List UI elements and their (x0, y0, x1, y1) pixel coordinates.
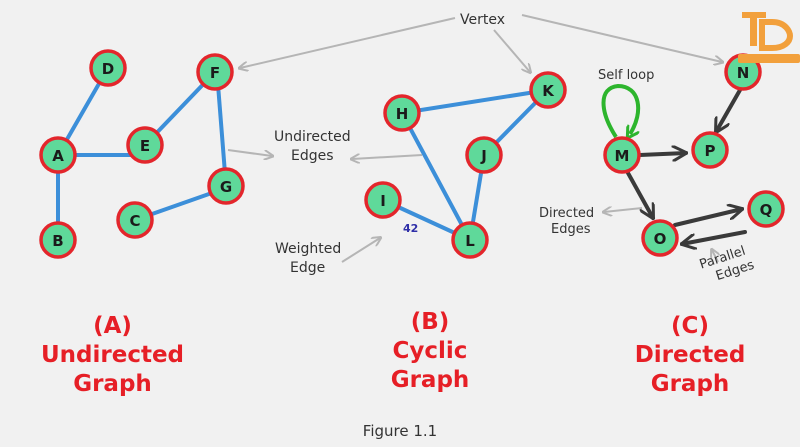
vertex-p: P (691, 131, 729, 169)
vertex-n: N (724, 53, 762, 91)
vertex-circle (603, 136, 641, 174)
directed-edges-c (626, 88, 747, 244)
directed-label-1: Directed (539, 206, 594, 221)
vertex-m: M (603, 136, 641, 174)
vertex-g: G (207, 167, 245, 205)
vertex-circle (196, 53, 234, 91)
directed-arrow (604, 208, 643, 212)
vertex-circle (207, 167, 245, 205)
graph-b-line2: Graph (390, 367, 470, 393)
vertex-label: M (615, 147, 630, 165)
vertex-circle (364, 181, 402, 219)
edge-q-o-parallel (682, 230, 747, 244)
vertex-circle (747, 190, 785, 228)
parallel-arrow (712, 250, 718, 263)
weighted-arrow (341, 238, 380, 263)
vertex-circle (126, 126, 164, 164)
undirected-label-1: Undirected (274, 129, 351, 145)
vertex-label: P (705, 142, 716, 160)
undirected-arrow-right (352, 155, 423, 159)
graph-c-letter: (C) (671, 313, 709, 339)
vertex-circle (116, 201, 154, 239)
vertex-label: D (102, 60, 114, 78)
vertex-label: K (542, 82, 555, 100)
edge-f-g (215, 70, 228, 188)
vertex-circle (383, 94, 421, 132)
graph-a-line2: Graph (73, 371, 152, 397)
undirected-label-2: Edges (291, 148, 334, 164)
weighted-label-1: Weighted (275, 241, 341, 257)
graph-c-line2: Graph (650, 371, 730, 397)
vertex-label: O (654, 230, 667, 248)
figure-caption: Figure 1.1 (362, 422, 438, 440)
vertex-label: H (396, 105, 409, 123)
vertex-circle (39, 136, 77, 174)
graph-b-title: (B) Cyclic Graph (365, 308, 495, 395)
vertex-a: A (39, 136, 77, 174)
self-loop-arrow (601, 83, 640, 137)
graph-b-letter: (B) (410, 309, 450, 335)
vertices: A B C D E F G H I J K L M N P O Q (39, 49, 785, 259)
edge-weight-label: 42 (403, 222, 418, 235)
graph-a-line1: Undirected (40, 342, 185, 368)
vertex-label: G (220, 178, 232, 196)
undirected-arrow-left (227, 149, 272, 156)
vertex-arrow-f (240, 17, 456, 68)
vertex-o: O (641, 219, 679, 257)
vertex-circle (641, 219, 679, 257)
edge-h-k (400, 88, 550, 115)
graph-a-letter: (A) (93, 313, 132, 339)
vertex-label: F (210, 64, 220, 82)
vertex-k: K (529, 71, 567, 109)
vertex-label: L (465, 232, 475, 250)
edge-m-p (638, 153, 686, 155)
brand-logo (738, 12, 800, 63)
self-loop-label: Self loop (598, 68, 654, 83)
vertex-c: C (116, 201, 154, 239)
vertex-i: I (364, 181, 402, 219)
vertex-label: Vertex (460, 12, 505, 28)
annotation-arrows (227, 14, 722, 263)
weighted-label-2: Edge (290, 260, 325, 276)
graph-c-line1: Directed (634, 342, 746, 368)
vertex-b: B (39, 221, 77, 259)
vertex-circle (465, 136, 503, 174)
vertex-circle (529, 71, 567, 109)
vertex-circle (691, 131, 729, 169)
vertex-circle (89, 49, 127, 87)
edge-h-l (400, 111, 472, 242)
edge-m-o (626, 171, 653, 218)
vertex-circle (451, 221, 489, 259)
directed-label-2: Edges (551, 222, 591, 237)
vertex-label: E (140, 137, 150, 155)
vertex-h: H (383, 94, 421, 132)
vertex-f: F (196, 53, 234, 91)
vertex-label: I (380, 192, 386, 210)
edge-n-p (716, 88, 742, 132)
vertex-label: Q (760, 201, 773, 219)
vertex-l: L (451, 221, 489, 259)
vertex-arrow-n (521, 14, 722, 62)
vertex-label: J (480, 147, 487, 165)
vertex-q: Q (747, 190, 785, 228)
vertex-label: N (737, 64, 750, 82)
vertex-circle (39, 221, 77, 259)
vertex-arrow-k (493, 29, 530, 72)
vertex-label: B (52, 232, 63, 250)
vertex-j: J (465, 136, 503, 174)
vertex-label: A (52, 147, 64, 165)
graph-c-title: (C) Directed Graph (610, 312, 770, 399)
graph-b-line1: Cyclic (392, 338, 468, 364)
edge-o-q (673, 209, 742, 227)
vertex-label: C (129, 212, 140, 230)
vertex-d: D (89, 49, 127, 87)
graph-a-title: (A) Undirected Graph (30, 312, 195, 399)
vertex-e: E (126, 126, 164, 164)
